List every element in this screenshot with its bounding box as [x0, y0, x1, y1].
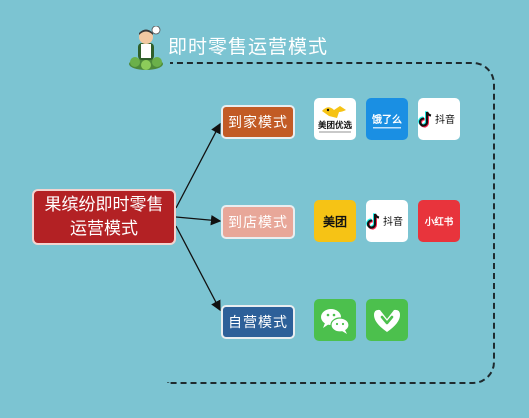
svg-text:抖音: 抖音: [383, 215, 403, 228]
mini-program-logo: [366, 299, 408, 341]
arrow-to-store: [175, 214, 222, 226]
douyin-logo: 抖音: [418, 98, 460, 140]
mode-in-store: 到店模式: [221, 205, 295, 239]
svg-text:小红书: 小红书: [424, 216, 454, 228]
meituan-youxuan-logo: 美团优选: [314, 98, 356, 140]
mascot-icon: [129, 26, 163, 70]
page-title: 即时零售运营模式: [168, 36, 329, 58]
dashed-frame: [167, 62, 495, 384]
root-node: 果缤纷即时零售 运营模式: [32, 189, 176, 245]
root-node-line1: 果缤纷即时零售: [44, 195, 164, 215]
svg-text:饿了么: 饿了么: [371, 113, 402, 126]
wechat-logo: [314, 299, 356, 341]
meituan-logo: 美团: [314, 200, 356, 242]
xiaohongshu-logo: 小红书: [418, 200, 460, 242]
douyin-logo: 抖音: [366, 200, 408, 242]
arrow-to-home: [175, 122, 221, 209]
arrow-to-self: [175, 225, 221, 312]
eleme-logo: 饿了么: [366, 98, 408, 140]
mode-home-delivery: 到家模式: [221, 105, 295, 139]
svg-text:美团优选: 美团优选: [318, 120, 353, 131]
mode-self-operated: 自营模式: [221, 305, 295, 339]
svg-text:美团: 美团: [323, 214, 347, 229]
root-node-line2: 运营模式: [70, 219, 138, 239]
svg-text:抖音: 抖音: [435, 113, 455, 126]
